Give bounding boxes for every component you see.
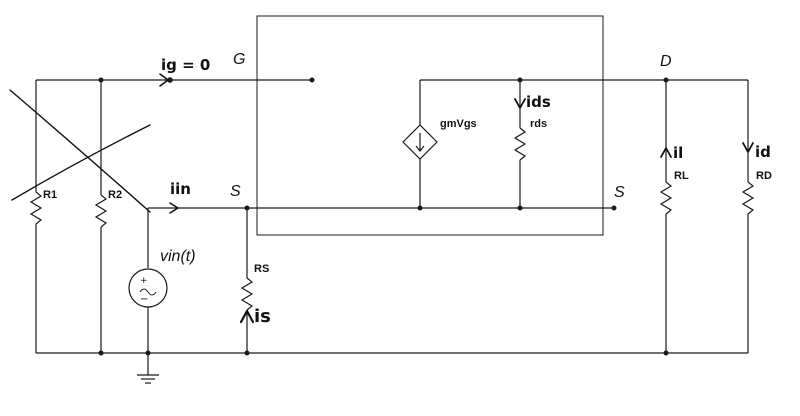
resistor-rs: RS	[240, 208, 269, 353]
rd-label: RD	[756, 170, 772, 182]
iin-annotation: iin	[169, 180, 191, 214]
source-wire	[147, 205, 617, 268]
ground-icon	[137, 353, 159, 384]
voltage-source-vin: + − vin(t)	[128, 248, 196, 353]
vin-label: vin(t)	[160, 248, 196, 265]
rl-label: RL	[674, 170, 689, 182]
svg-text:+: +	[140, 276, 148, 286]
id-label: id	[755, 143, 771, 161]
node-d-label: D	[660, 53, 672, 70]
id-annotation: id	[742, 142, 771, 161]
transistor-model-box	[256, 15, 604, 236]
il-label: il	[673, 144, 683, 162]
resistor-rds: rds	[513, 80, 547, 208]
node-s-right-label: S	[614, 184, 625, 201]
cross-out-mark	[9, 89, 151, 213]
rds-label: rds	[530, 118, 547, 130]
is-annotation: is	[239, 306, 271, 327]
r1-label: R1	[43, 189, 57, 201]
gmvgs-label: gmVgs	[440, 118, 477, 130]
ground-rail	[36, 350, 748, 356]
is-label: is	[254, 306, 271, 327]
resistor-r1: R1	[29, 80, 57, 353]
node-s-left-label: S	[230, 183, 241, 200]
iin-label: iin	[170, 180, 191, 198]
ids-annotation: ids	[514, 93, 551, 111]
r2-label: R2	[108, 189, 122, 201]
rs-label: RS	[254, 263, 269, 275]
gate-wire	[36, 77, 315, 83]
resistor-r2: R2	[94, 80, 122, 353]
dependent-current-source: gmVgs	[402, 118, 477, 208]
il-annotation: il	[660, 144, 683, 162]
drain-wire	[419, 79, 748, 125]
resistor-rd: RD	[741, 80, 772, 353]
node-g-label: G	[233, 51, 245, 68]
ig-annotation: ig = 0	[159, 56, 210, 87]
svg-text:−: −	[140, 294, 148, 305]
ids-label: ids	[526, 93, 551, 111]
resistor-rl: RL	[659, 80, 689, 353]
ig-label: ig = 0	[161, 56, 210, 74]
